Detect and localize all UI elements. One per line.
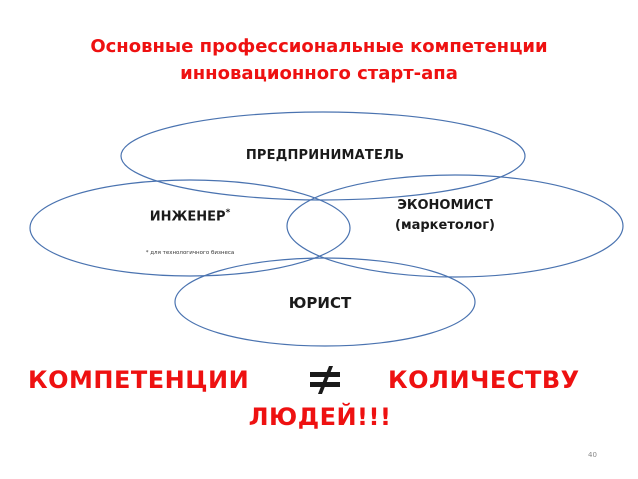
page-number: 40 — [588, 451, 597, 459]
slide-title: Основные профессиональные компетенции ин… — [0, 33, 638, 87]
engineer-footnote-mark: * — [225, 208, 231, 218]
engineer-text: ИНЖЕНЕР — [149, 209, 226, 225]
statement-bottom: ЛЮДЕЙ!!! — [248, 403, 392, 431]
economist-label: ЭКОНОМИСТ (маркетолог) — [350, 196, 540, 236]
engineer-label: ИНЖЕНЕР* — [90, 208, 290, 224]
engineer-ellipse — [29, 179, 351, 277]
not-equal-icon — [310, 366, 340, 394]
entrepreneur-ellipse — [120, 111, 526, 201]
lawyer-ellipse — [174, 257, 476, 347]
engineer-footnote: * для технологичного бизнеса — [145, 250, 235, 256]
economist-line-1: ЭКОНОМИСТ — [397, 198, 493, 213]
economist-line-2: (маркетолог) — [395, 218, 495, 233]
statement-right: КОЛИЧЕСТВУ — [388, 366, 580, 394]
statement-left: КОМПЕТЕНЦИИ — [28, 366, 250, 394]
title-line-1: Основные профессиональные компетенции — [90, 36, 548, 57]
entrepreneur-label: ПРЕДПРИНИМАТЕЛЬ — [245, 148, 405, 163]
lawyer-label: ЮРИСТ — [288, 294, 352, 312]
title-line-2: инновационного старт-апа — [180, 63, 458, 84]
economist-ellipse — [286, 174, 624, 278]
